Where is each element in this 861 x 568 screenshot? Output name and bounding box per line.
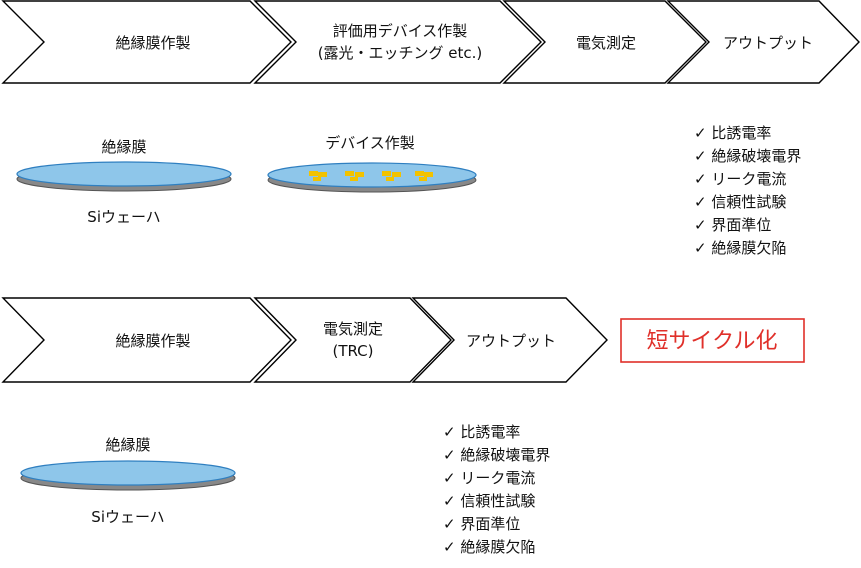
top-wafer-plain: 絶縁膜 Siウェーハ: [16, 138, 232, 226]
bottom-output-item-6: ✓ 絶縁膜欠陥: [443, 538, 535, 556]
top-wafer-film-label: 絶縁膜: [101, 138, 146, 156]
bottom-step-1: 絶縁膜作製: [1, 297, 292, 383]
bottom-flow: 絶縁膜作製 電気測定 (TRC) アウトプット: [1, 297, 608, 383]
top-flow: 絶縁膜作製 評価用デバイス作製 (露光・エッチング etc.) 電気測定 アウト…: [1, 0, 860, 84]
bottom-step-1-label: 絶縁膜作製: [115, 332, 190, 350]
top-step-1: 絶縁膜作製: [1, 0, 292, 84]
top-output-item-1: ✓ 比誘電率: [694, 124, 771, 142]
bottom-output-item-3: ✓ リーク電流: [443, 469, 535, 487]
top-wafer-device: デバイス作製: [267, 134, 477, 193]
top-output-item-2: ✓ 絶縁破壊電界: [694, 147, 801, 165]
bottom-wafer-substrate-label: Siウェーハ: [91, 508, 164, 526]
wafer-insulating-film: [16, 161, 232, 187]
top-output-item-5: ✓ 界面準位: [694, 216, 771, 234]
top-step-2-label-line1: 評価用デバイス作製: [333, 22, 468, 40]
bottom-wafer-insulating-film: [20, 460, 236, 486]
top-output-list: ✓ 比誘電率 ✓ 絶縁破壊電界 ✓ リーク電流 ✓ 信頼性試験 ✓ 界面準位 ✓…: [694, 124, 801, 257]
bottom-step-3: アウトプット: [411, 297, 608, 383]
bottom-output-item-1: ✓ 比誘電率: [443, 423, 520, 441]
device-wafer-film: [267, 162, 477, 188]
top-step-3: 電気測定: [502, 0, 707, 84]
top-step-2: 評価用デバイス作製 (露光・エッチング etc.): [253, 0, 542, 84]
bottom-step-3-label: アウトプット: [466, 332, 556, 350]
bottom-output-item-2: ✓ 絶縁破壊電界: [443, 446, 550, 464]
bottom-wafer: 絶縁膜 Siウェーハ: [20, 436, 236, 526]
top-output-item-6: ✓ 絶縁膜欠陥: [694, 239, 786, 257]
bottom-output-item-5: ✓ 界面準位: [443, 515, 520, 533]
bottom-output-item-4: ✓ 信頼性試験: [443, 492, 535, 510]
short-cycle-highlight: 短サイクル化: [620, 318, 805, 363]
top-step-1-label: 絶縁膜作製: [115, 34, 190, 52]
top-output-item-4: ✓ 信頼性試験: [694, 193, 786, 211]
bottom-wafer-film-label: 絶縁膜: [105, 436, 150, 454]
top-step-4-label: アウトプット: [723, 34, 813, 52]
top-output-item-3: ✓ リーク電流: [694, 170, 786, 188]
bottom-output-list: ✓ 比誘電率 ✓ 絶縁破壊電界 ✓ リーク電流 ✓ 信頼性試験 ✓ 界面準位 ✓…: [443, 423, 550, 556]
top-step-3-label: 電気測定: [576, 34, 636, 52]
short-cycle-label: 短サイクル化: [647, 329, 778, 354]
top-step-4: アウトプット: [666, 0, 860, 84]
top-wafer-substrate-label: Siウェーハ: [87, 208, 160, 226]
bottom-step-2-label-line2: (TRC): [332, 342, 373, 360]
top-wafer-device-label: デバイス作製: [325, 134, 415, 152]
bottom-step-2: 電気測定 (TRC): [253, 297, 452, 383]
top-step-2-label-line2: (露光・エッチング etc.): [318, 44, 483, 62]
bottom-step-2-label-line1: 電気測定: [323, 320, 383, 338]
device-pads: [309, 171, 433, 181]
